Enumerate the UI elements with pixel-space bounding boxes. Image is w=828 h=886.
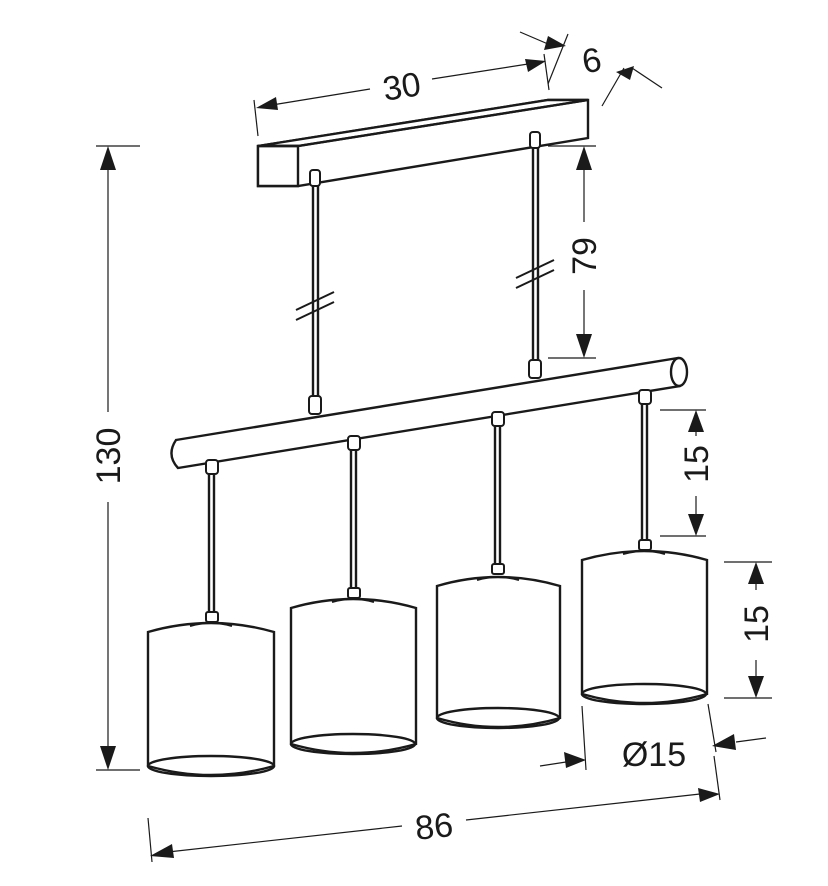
pendant-1 [146, 459, 276, 778]
dimension-shade-height: 15 [724, 561, 776, 699]
dimension-shade-diameter: Ø15 [539, 703, 767, 774]
suspension-wire-right [515, 131, 555, 379]
dimension-suspension-height: 79 [548, 145, 604, 359]
dimension-canopy-depth: 6 [519, 31, 663, 107]
horizontal-bar [170, 356, 689, 470]
suspension-wire-left [295, 169, 335, 415]
canopy-depth-label: 6 [579, 41, 604, 82]
pendant-4 [580, 389, 709, 706]
shade-height-label: 15 [738, 605, 776, 643]
dimension-total-width: 86 [147, 755, 721, 863]
suspension-height-label: 79 [566, 237, 604, 275]
dimension-canopy-length: 30 [253, 53, 550, 137]
shade-diameter-label: Ø15 [622, 736, 686, 774]
dimension-total-height: 130 [90, 145, 140, 771]
pendant-3 [435, 411, 562, 730]
ceiling-canopy [256, 98, 590, 188]
dimension-pendant-drop: 15 [660, 409, 716, 537]
total-height-label: 130 [90, 428, 128, 485]
canopy-length-label: 30 [380, 65, 423, 108]
pendant-drop-label: 15 [678, 445, 716, 483]
pendant-2 [289, 435, 418, 756]
total-width-label: 86 [413, 806, 455, 848]
